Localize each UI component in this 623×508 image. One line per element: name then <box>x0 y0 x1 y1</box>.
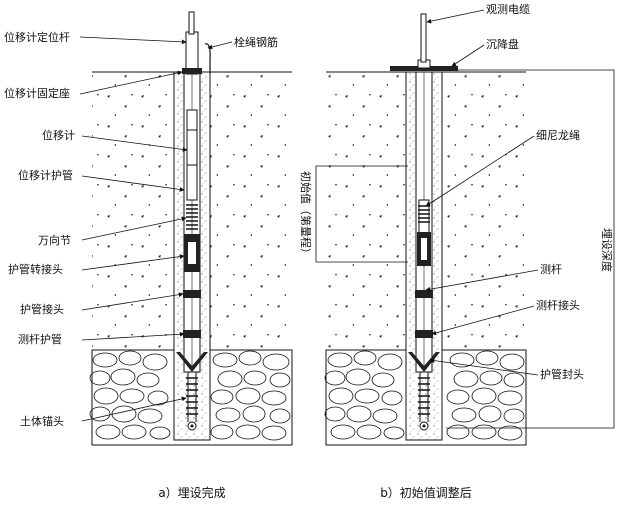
fixed-seat-a <box>182 68 202 74</box>
label-displacement-meter: 位移计 <box>42 128 75 142</box>
positioner-rod-a <box>185 31 199 75</box>
gravel-stones-b <box>324 350 525 441</box>
panel-b <box>315 13 615 446</box>
label-initial-value: 初始值（第量程） <box>299 171 313 259</box>
universal-joint-a <box>186 204 198 230</box>
right-labels: 观测电缆 沉降盘 细尼龙绳 测杆 测杆接头 护管封头 初始值（第量程） 埋设深度 <box>299 3 614 381</box>
initial-value-bracket <box>315 165 408 263</box>
label-soil-anchor: 土体锚头 <box>20 414 64 428</box>
label-sleeve-joint: 护管接头 <box>20 302 64 316</box>
caption-a: a）埋设完成 <box>158 485 225 500</box>
meter-body-a <box>186 109 198 201</box>
label-sleeve-adapter: 护管转接头 <box>8 262 63 276</box>
left-labels: 位移计定位杆 位移计固定座 位移计 位移计护管 万向节 护管转接头 护管接头 测… <box>4 30 278 428</box>
gravel-stones-a <box>89 350 291 441</box>
soil-anchor-a <box>176 352 208 372</box>
burial-depth-bracket <box>446 69 615 429</box>
label-universal-joint: 万向节 <box>38 233 71 247</box>
panel-a <box>89 11 293 446</box>
label-rod-joint: 测杆接头 <box>536 298 580 312</box>
caption-b: b）初始值调整后 <box>380 485 472 500</box>
label-fixed-seat: 位移计固定座 <box>4 86 70 100</box>
label-settlement-plate: 沉降盘 <box>486 37 519 51</box>
rope-rebar-a <box>204 43 211 74</box>
universal-joint-b <box>418 205 430 223</box>
label-nylon-rope: 细尼龙绳 <box>536 128 580 142</box>
label-cable: 观测电缆 <box>486 3 530 16</box>
sleeve-joint-a <box>183 290 201 298</box>
label-rod-sleeve: 测杆护管 <box>18 332 62 346</box>
soil-anchor-b <box>408 352 440 372</box>
label-positioner-rod: 位移计定位杆 <box>4 30 70 44</box>
cable-b <box>420 13 427 63</box>
rod-joint-b <box>415 290 433 298</box>
label-meter-sleeve: 位移计护管 <box>18 168 73 182</box>
label-rope-rebar: 栓绳钢筋 <box>234 35 278 49</box>
label-sleeve-cap: 护管封头 <box>540 367 584 381</box>
label-burial-depth: 埋设深度 <box>600 228 614 272</box>
label-measuring-rod: 测杆 <box>540 262 562 276</box>
